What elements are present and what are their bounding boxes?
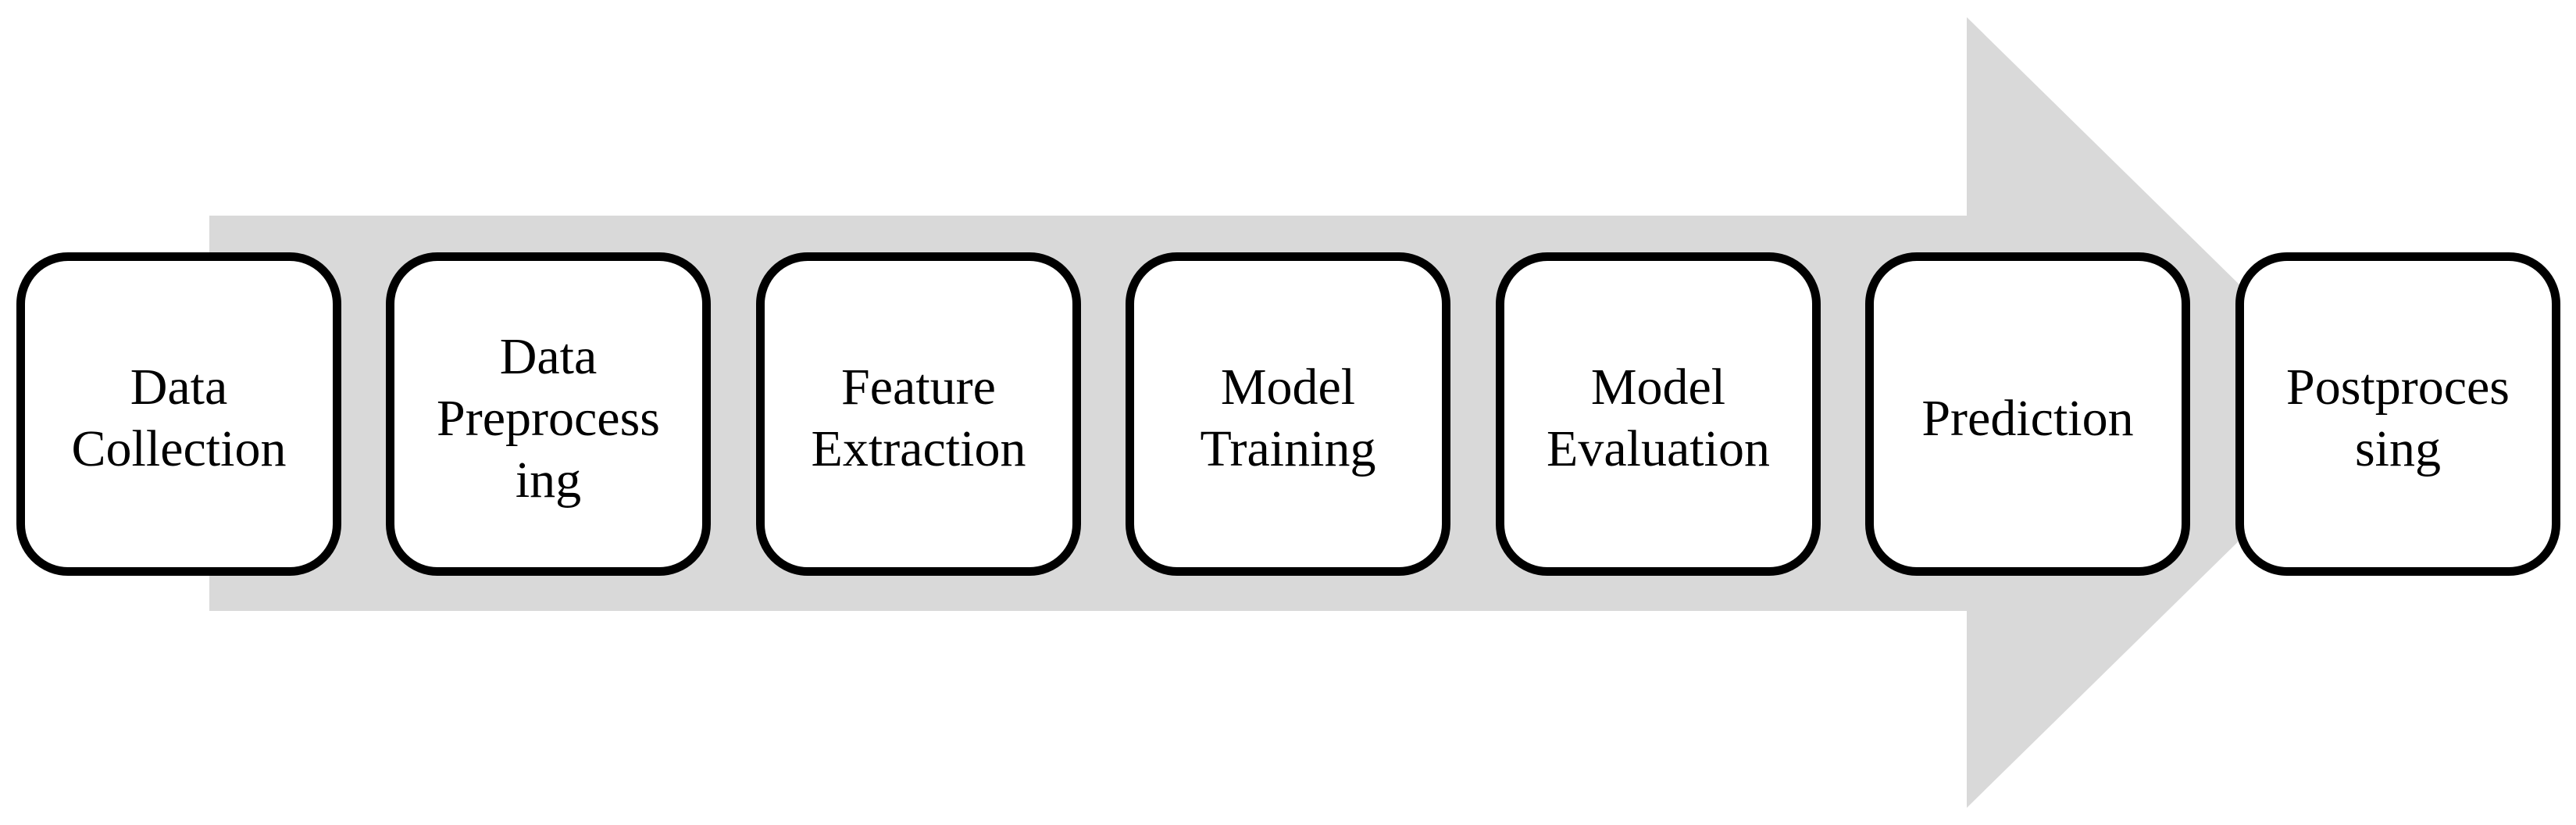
step-label-model-training: Model Training — [1200, 359, 1376, 477]
step-box-postprocessing: Postproces sing — [2235, 252, 2560, 576]
step-box-feature-extraction: Feature Extraction — [756, 252, 1081, 576]
step-label-feature-extraction: Feature Extraction — [811, 359, 1026, 477]
step-box-prediction: Prediction — [1865, 252, 2190, 576]
step-label-prediction: Prediction — [1921, 389, 2134, 447]
step-box-model-evaluation: Model Evaluation — [1496, 252, 1821, 576]
step-label-data-preprocessing: Data Preprocess ing — [437, 327, 660, 509]
step-box-data-preprocessing: Data Preprocess ing — [386, 252, 711, 576]
step-label-postprocessing: Postproces sing — [2286, 359, 2510, 477]
step-box-data-collection: Data Collection — [16, 252, 341, 576]
step-label-model-evaluation: Model Evaluation — [1547, 359, 1770, 477]
step-label-data-collection: Data Collection — [71, 359, 287, 477]
step-box-model-training: Model Training — [1126, 252, 1450, 576]
